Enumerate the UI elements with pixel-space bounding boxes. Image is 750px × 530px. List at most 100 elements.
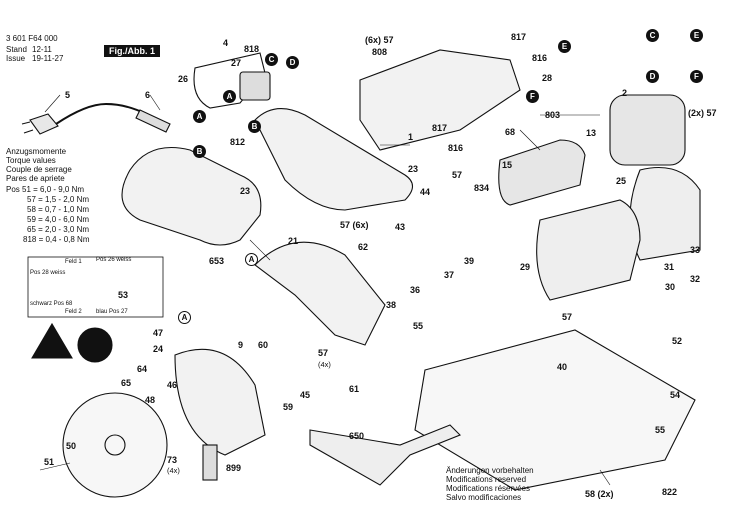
part-label: 21 bbox=[288, 236, 299, 246]
part-label: 45 bbox=[300, 390, 311, 400]
blade-guard bbox=[254, 241, 386, 346]
power-cable bbox=[55, 102, 147, 125]
part-label: 37 bbox=[444, 270, 455, 280]
stand-label: Stand bbox=[6, 45, 27, 54]
armature bbox=[498, 139, 586, 206]
marker-f: F bbox=[690, 70, 703, 83]
disclaimer-line: Modifications reserved bbox=[446, 475, 527, 484]
wiring-label: Pos 26 weiss bbox=[96, 257, 132, 263]
marker-e: E bbox=[558, 40, 571, 53]
marker-f: F bbox=[526, 90, 539, 103]
part-label: 26 bbox=[178, 74, 189, 84]
part-label: 24 bbox=[153, 344, 164, 354]
marker-b: B bbox=[193, 145, 206, 158]
part-label: 43 bbox=[395, 222, 406, 232]
part-label: 61 bbox=[349, 384, 360, 394]
lower-guard bbox=[174, 348, 266, 456]
part-label: 834 bbox=[474, 183, 490, 193]
issue-label: Issue bbox=[6, 54, 26, 63]
part-label: 58 (2x) bbox=[585, 489, 614, 499]
part-label: 25 bbox=[616, 176, 627, 186]
part-label: 29 bbox=[520, 262, 531, 272]
base-plate bbox=[414, 329, 696, 491]
part-label: 650 bbox=[349, 431, 365, 441]
part-label: 816 bbox=[448, 143, 464, 153]
disclaimer-line: Änderungen vorbehalten bbox=[446, 466, 534, 475]
part-label: 817 bbox=[511, 32, 527, 42]
marker-b: B bbox=[248, 120, 261, 133]
part-label: 32 bbox=[690, 274, 701, 284]
disclaimer-line: Modifications réservées bbox=[446, 484, 531, 493]
part-label: 57 bbox=[318, 348, 329, 358]
marker-a: A bbox=[223, 90, 236, 103]
part-label: 53 bbox=[118, 290, 129, 300]
part-label: 44 bbox=[420, 187, 431, 197]
wiring-diagram bbox=[27, 256, 164, 318]
issue-value: 19-11-27 bbox=[32, 54, 64, 63]
part-label: 40 bbox=[557, 362, 568, 372]
marker-a: A bbox=[245, 253, 258, 266]
part-label: 54 bbox=[670, 390, 681, 400]
part-label: 62 bbox=[358, 242, 369, 252]
part-label: 1 bbox=[408, 132, 414, 142]
rear-handle bbox=[121, 146, 262, 246]
saw-blade bbox=[62, 392, 168, 498]
part-label: 816 bbox=[532, 53, 548, 63]
part-label: 6 bbox=[145, 90, 151, 100]
torque-line: Pares de apriete bbox=[6, 174, 65, 183]
torque-line: Pos 51 = 6,0 - 9,0 Nm bbox=[6, 185, 85, 194]
warning-triangle-icon bbox=[31, 322, 73, 359]
part-label: 31 bbox=[664, 262, 675, 272]
part-label: 822 bbox=[662, 487, 678, 497]
torque-line: 59 = 4,0 - 6,0 Nm bbox=[27, 215, 90, 224]
grease-tube bbox=[202, 444, 218, 481]
part-label: 803 bbox=[545, 110, 561, 120]
part-label: 812 bbox=[230, 137, 246, 147]
wiring-label: Pos 28 weiss bbox=[30, 270, 66, 276]
part-label: 55 bbox=[655, 425, 666, 435]
part-label: 47 bbox=[153, 328, 164, 338]
motor-cover bbox=[629, 166, 701, 261]
part-label: 15 bbox=[502, 160, 513, 170]
part-label: (4x) bbox=[318, 360, 331, 369]
part-label: 5 bbox=[65, 90, 71, 100]
part-label: (2x) 57 bbox=[688, 108, 717, 118]
marker-a: A bbox=[193, 110, 206, 123]
part-label: 33 bbox=[690, 245, 701, 255]
part-label: 9 bbox=[238, 340, 244, 350]
part-label: 57 (6x) bbox=[340, 220, 369, 230]
read-manual-icon bbox=[77, 327, 113, 363]
motor-body bbox=[536, 199, 641, 301]
part-label: 28 bbox=[542, 73, 553, 83]
part-label: 65 bbox=[121, 378, 132, 388]
part-label: 38 bbox=[386, 300, 397, 310]
torque-line: 57 = 1,5 - 2,0 Nm bbox=[27, 195, 90, 204]
torque-line: 58 = 0,7 - 1,0 Nm bbox=[27, 205, 90, 214]
marker-c: C bbox=[646, 29, 659, 42]
part-label: 68 bbox=[505, 127, 516, 137]
marker-c: C bbox=[265, 53, 278, 66]
power-plug bbox=[21, 113, 59, 135]
marker-d: D bbox=[646, 70, 659, 83]
part-label: 64 bbox=[137, 364, 148, 374]
part-label: (6x) 57 bbox=[365, 35, 394, 45]
parallel-guide bbox=[309, 424, 461, 486]
part-label: 818 bbox=[244, 44, 260, 54]
motor-housing bbox=[359, 49, 521, 151]
switch-unit bbox=[239, 71, 271, 101]
part-label: 653 bbox=[209, 256, 225, 266]
part-label: 46 bbox=[167, 380, 178, 390]
part-label: 52 bbox=[672, 336, 683, 346]
part-label: 57 bbox=[452, 170, 463, 180]
part-label: 36 bbox=[410, 285, 421, 295]
wiring-label: Feld 1 bbox=[65, 259, 82, 265]
part-label: (4x) bbox=[167, 466, 180, 475]
torque-line: 818 = 0,4 - 0,8 Nm bbox=[23, 235, 90, 244]
housing-half bbox=[254, 108, 414, 211]
part-label: 30 bbox=[665, 282, 676, 292]
marker-a: A bbox=[178, 311, 191, 324]
disclaimer-line: Salvo modificaciones bbox=[446, 493, 522, 502]
part-label: 817 bbox=[432, 123, 448, 133]
